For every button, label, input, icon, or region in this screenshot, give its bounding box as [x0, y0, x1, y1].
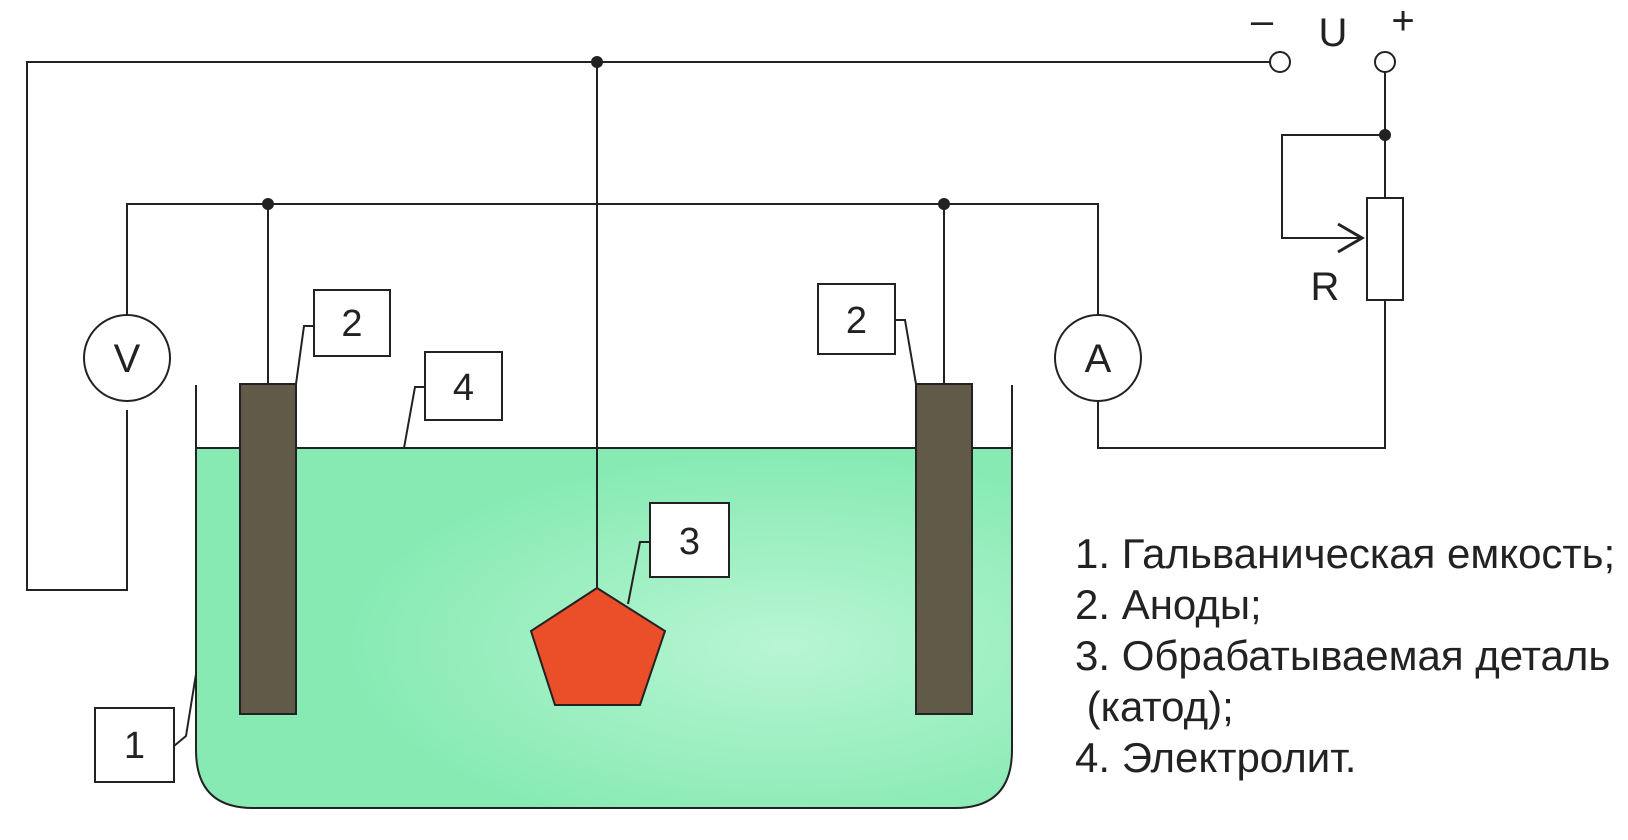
callout-2-left-leader: [295, 325, 314, 385]
top-wire: [26, 61, 1272, 591]
callout-1-label: 1: [124, 725, 145, 767]
callout-2-right-label: 2: [846, 300, 867, 342]
voltmeter: [83, 314, 171, 402]
voltage-label: U: [1319, 11, 1348, 55]
resistor-label: R: [1311, 265, 1340, 309]
legend-item-4: 4. Электролит.: [1075, 734, 1357, 781]
legend-item-1: 1. Гальваническая емкость;: [1075, 530, 1616, 577]
callout-2-left-label: 2: [341, 303, 362, 345]
terminal-minus-label: –: [1251, 0, 1274, 43]
callout-1-leader: [173, 673, 197, 747]
terminal-minus: [1269, 51, 1291, 73]
galvanic-tank: [195, 385, 1013, 809]
callout-3-leader: [627, 541, 650, 605]
callout-2-left-box: [313, 289, 391, 357]
callout-3-box: [649, 502, 730, 578]
callout-4-box: [424, 351, 503, 421]
terminal-plus-label: +: [1391, 0, 1414, 43]
legend-item-3-continuation: (катод);: [1075, 683, 1234, 730]
anode-bus-wire: [126, 203, 1099, 316]
voltmeter-label: V: [114, 337, 141, 381]
rheostat-slider-wire: [1281, 134, 1385, 239]
terminal-plus: [1374, 51, 1396, 73]
legend: 1. Гальваническая емкость; 2. Аноды; 3. …: [1075, 528, 1615, 783]
callout-2-right-box: [817, 283, 896, 355]
anode-right: [915, 383, 973, 715]
callout-4-label: 4: [453, 367, 474, 409]
ammeter-return-wire: [1097, 300, 1386, 449]
cathode-part: [529, 586, 667, 706]
callout-4-leader: [403, 386, 425, 449]
ammeter-label: A: [1085, 337, 1112, 381]
legend-item-2: 2. Аноды;: [1075, 581, 1262, 628]
anode-left: [239, 383, 297, 715]
callout-1-box: [94, 707, 175, 783]
callout-3-label: 3: [679, 521, 700, 563]
callout-2-right-leader: [895, 319, 917, 385]
rheostat-arrow-icon: [1337, 222, 1365, 254]
legend-item-3: 3. Обрабатываемая деталь: [1075, 632, 1611, 679]
rheostat: [1366, 197, 1404, 301]
